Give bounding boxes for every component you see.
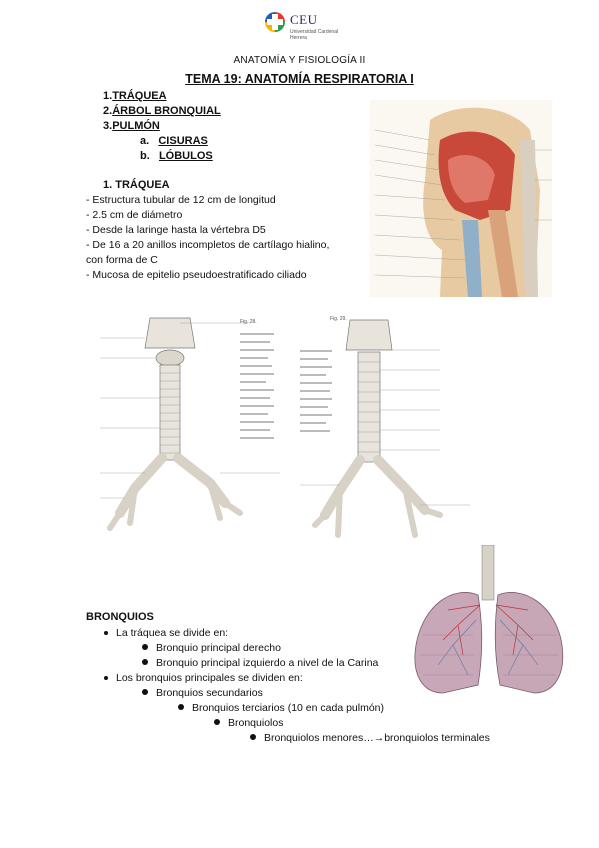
bullet-icon bbox=[142, 689, 148, 695]
logo-subtitle: Universidad Cardenal Herrera bbox=[290, 29, 339, 41]
toc-label: LÓBULOS bbox=[158, 150, 213, 162]
section-heading-bronchi: BRONQUIOS bbox=[86, 611, 154, 623]
bronchi-item-level2: Bronquios secundarios bbox=[142, 686, 263, 700]
logo-name: CEU bbox=[290, 12, 318, 27]
sagittal-head-illustration bbox=[370, 100, 552, 297]
bullet-icon bbox=[104, 631, 108, 635]
toc-label: TRÁQUEA bbox=[112, 90, 167, 102]
toc-label: CISURAS bbox=[158, 135, 208, 147]
ceu-cross-icon bbox=[265, 12, 285, 32]
bullet-icon bbox=[142, 659, 148, 665]
bullet-text: Bronquios terciarios (10 en cada pulmón) bbox=[192, 702, 385, 714]
trachea-line: - Desde la laringe hasta la vértebra D5 bbox=[86, 224, 266, 236]
bullet-text: La tráquea se divide en: bbox=[116, 627, 229, 639]
bullet-icon bbox=[178, 704, 184, 710]
bullet-icon bbox=[104, 676, 108, 680]
toc-item-2: 2.ÁRBOL BRONQUIAL bbox=[103, 105, 221, 117]
trachea-line: con forma de C bbox=[86, 254, 158, 266]
bronchi-item-level3: Bronquios terciarios (10 en cada pulmón) bbox=[178, 701, 384, 715]
trachea-line: - 2.5 cm de diámetro bbox=[86, 209, 183, 221]
toc-num: 3. bbox=[103, 120, 113, 132]
bullet-text: Bronquio principal izquierdo a nivel de … bbox=[156, 657, 379, 669]
lungs-illustration bbox=[414, 545, 564, 694]
toc-item-1: 1.TRÁQUEA bbox=[103, 90, 167, 102]
trachea-line: - De 16 a 20 anillos incompletos de cart… bbox=[86, 239, 330, 251]
toc-item-3: 3.PULMÓN bbox=[103, 120, 160, 132]
section-heading-trachea: 1. TRÁQUEA bbox=[103, 179, 170, 191]
toc-num: a. bbox=[140, 135, 150, 147]
subject-heading: ANATOMÍA Y FISIOLOGÍA II bbox=[233, 55, 366, 66]
bullet-text: Bronquiolos menores…→bronquiolos termina… bbox=[264, 732, 490, 744]
bronchi-item-level1: La tráquea se divide en: bbox=[104, 626, 228, 640]
trachea-posterior-illustration: Fig. 29. bbox=[300, 316, 470, 538]
toc-num: 1. bbox=[103, 90, 113, 102]
bullet-text: Los bronquios principales se dividen en: bbox=[116, 672, 303, 684]
toc-label: ÁRBOL BRONQUIAL bbox=[112, 105, 221, 117]
fig-right-caption: Fig. 29. bbox=[330, 316, 347, 322]
bullet-icon bbox=[250, 734, 256, 740]
toc-label: PULMÓN bbox=[112, 120, 160, 132]
ceu-logo: CEU Universidad Cardenal Herrera bbox=[265, 12, 345, 46]
bullet-icon bbox=[142, 644, 148, 650]
toc-subitem-b: b. LÓBULOS bbox=[140, 150, 213, 162]
bullet-text: Bronquios secundarios bbox=[156, 687, 263, 699]
bronchi-item-level5: Bronquiolos menores…→bronquiolos termina… bbox=[250, 731, 490, 745]
bronchi-item-level1: Los bronquios principales se dividen en: bbox=[104, 671, 303, 685]
toc-num: b. bbox=[140, 150, 150, 162]
bronchi-item-level4: Bronquiolos bbox=[214, 716, 283, 730]
bullet-text: Bronquio principal derecho bbox=[156, 642, 281, 654]
fig-left-caption: Fig. 28. bbox=[240, 319, 257, 325]
trachea-anterior-illustration: Fig. 28. bbox=[100, 317, 280, 531]
bronchi-item-level2: Bronquio principal derecho bbox=[142, 641, 281, 655]
page-title: TEMA 19: ANATOMÍA RESPIRATORIA I bbox=[185, 72, 414, 86]
toc-subitem-a: a. CISURAS bbox=[140, 135, 208, 147]
bullet-text: Bronquiolos bbox=[228, 717, 284, 729]
bronchi-item-level2: Bronquio principal izquierdo a nivel de … bbox=[142, 656, 378, 670]
trachea-line: - Mucosa de epitelio pseudoestratificado… bbox=[86, 269, 307, 281]
bullet-icon bbox=[214, 719, 220, 725]
trachea-line: - Estructura tubular de 12 cm de longitu… bbox=[86, 194, 276, 206]
toc-num: 2. bbox=[103, 105, 113, 117]
